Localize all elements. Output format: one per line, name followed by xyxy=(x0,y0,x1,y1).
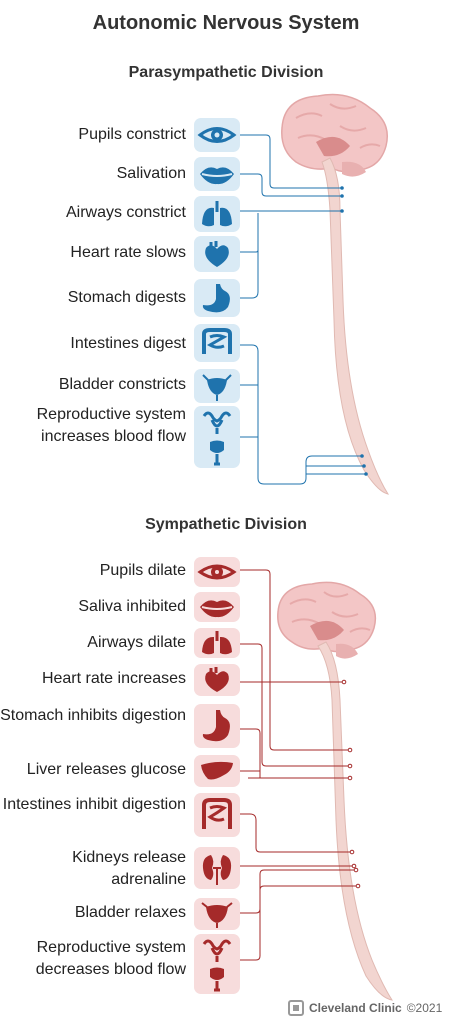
lungs-icon xyxy=(194,196,240,232)
page-title: Autonomic Nervous System xyxy=(92,12,360,34)
brain-illustration-bottom xyxy=(277,581,377,659)
eye-icon xyxy=(194,557,240,587)
liver-icon xyxy=(194,755,240,787)
sym-label-saliva: Saliva inhibited xyxy=(78,598,186,615)
sympathetic-connectors xyxy=(240,569,358,961)
sym-label-intestines: Intestines inhibit digestion xyxy=(2,796,186,813)
sym-label-liver: Liver releases glucose xyxy=(26,761,186,778)
cleveland-clinic-logo-icon xyxy=(288,1000,304,1016)
footer: Cleveland Clinic ©2021 xyxy=(288,1000,442,1016)
sym-label-pupils: Pupils dilate xyxy=(99,562,186,579)
para-label-bladder: Bladder constricts xyxy=(58,376,186,393)
bladder-icon xyxy=(194,369,240,403)
para-label-airways: Airways constrict xyxy=(65,204,186,221)
stomach-icon xyxy=(194,279,240,317)
lungs-icon xyxy=(194,628,240,658)
kidneys-icon xyxy=(194,847,240,889)
brand-name: Cleveland Clinic xyxy=(309,1001,402,1015)
heart-icon xyxy=(194,236,240,272)
intestines-icon xyxy=(194,324,240,362)
para-label-pupils: Pupils constrict xyxy=(78,126,186,143)
brain-illustration-top xyxy=(281,93,388,177)
lips-icon xyxy=(194,157,240,191)
stomach-icon xyxy=(194,704,240,748)
eye-icon xyxy=(194,118,240,152)
reproductive-icon xyxy=(194,934,240,994)
lips-icon xyxy=(194,592,240,622)
sym-label-bladder: Bladder relaxes xyxy=(74,904,186,921)
sympathetic-heading: Sympathetic Division xyxy=(145,516,307,533)
sym-label-kidneys: Kidneys release adrenaline xyxy=(72,849,186,888)
para-label-salivation: Salivation xyxy=(116,165,186,182)
spinal-cord-top xyxy=(321,157,390,495)
heart-icon xyxy=(194,664,240,696)
bladder-icon xyxy=(194,898,240,930)
sym-label-stomach: Stomach inhibits digestion xyxy=(0,707,186,724)
para-label-intestines: Intestines digest xyxy=(70,335,186,352)
parasympathetic-connectors xyxy=(240,134,366,485)
para-label-reproductive: Reproductive system increases blood flow xyxy=(36,406,186,445)
intestines-icon xyxy=(194,793,240,837)
sym-label-heart: Heart rate increases xyxy=(41,670,186,687)
reproductive-icon xyxy=(194,406,240,468)
copyright: ©2021 xyxy=(406,1001,443,1015)
sym-label-reproductive: Reproductive system decreases blood flow xyxy=(35,939,186,978)
para-label-heart: Heart rate slows xyxy=(70,244,186,261)
parasympathetic-heading: Parasympathetic Division xyxy=(128,64,324,81)
para-label-stomach: Stomach digests xyxy=(67,289,186,306)
sym-label-airways: Airways dilate xyxy=(87,634,186,651)
spinal-cord-bottom xyxy=(317,641,394,1001)
